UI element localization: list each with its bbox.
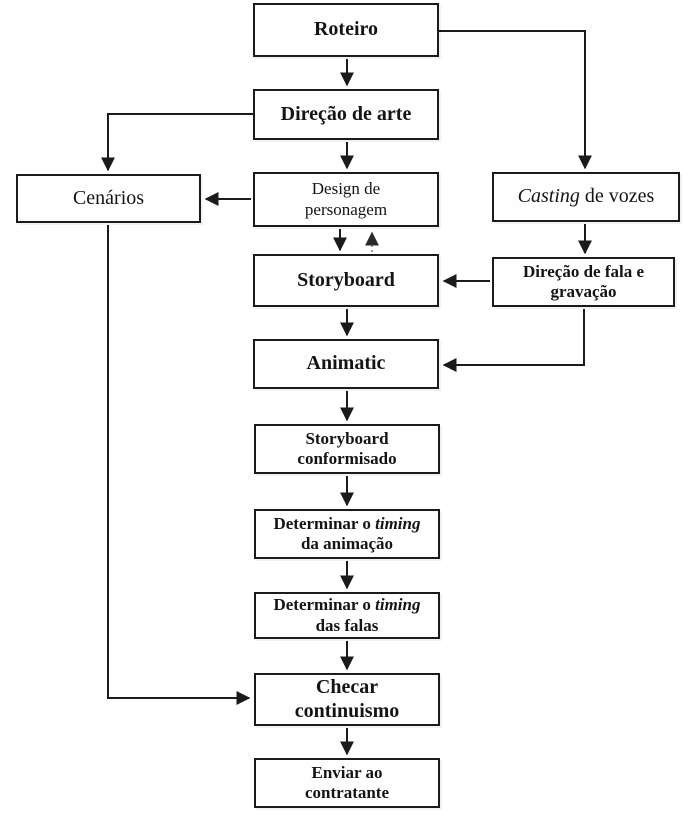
node-storyboard-conformisado-label: Storyboard — [305, 429, 388, 449]
node-design-de-personagem-label: personagem — [305, 200, 387, 220]
node-storyboard-conformisado-label: conformisado — [297, 449, 396, 469]
label-text: Determinar o — [273, 595, 376, 615]
label-text: personagem — [304, 199, 388, 219]
label-text-italic: Casting — [517, 185, 580, 208]
node-casting-de-vozes-label: Casting de vozes — [518, 185, 655, 209]
node-timing-das-falas: Determinar o timing das falas — [254, 592, 440, 639]
node-storyboard: Storyboard — [253, 254, 439, 307]
node-direcao-de-arte: Direção de arte — [253, 89, 439, 140]
node-checar-continuismo-label: Checar continuismo — [262, 676, 432, 723]
label-text: Storyboard — [297, 268, 395, 291]
label-text: Animatic — [306, 352, 386, 375]
node-casting-de-vozes: Casting de vozes — [492, 172, 680, 222]
label-text: Enviar ao — [311, 762, 383, 782]
node-design-de-personagem: Design de personagem — [253, 172, 439, 227]
node-enviar-ao-contratante-label: contratante — [305, 783, 389, 803]
node-timing-das-falas-label: Determinar o timing — [273, 595, 420, 615]
node-enviar-ao-contratante-label: Enviar ao — [311, 763, 382, 783]
label-text: da animação — [300, 534, 394, 553]
node-cenarios-label: Cenários — [73, 187, 144, 211]
node-storyboard-conformisado: Storyboard conformisado — [254, 424, 440, 474]
edge-direcao-fala-animatic — [442, 309, 585, 372]
node-animatic: Animatic — [253, 339, 439, 389]
label-text-italic: timing — [375, 595, 421, 615]
label-text: conformisado — [297, 449, 397, 468]
node-animatic-label: Animatic — [307, 352, 386, 376]
label-text: contratante — [304, 783, 390, 802]
node-direcao-de-fala-label: gravação — [550, 282, 616, 302]
edge-cenarios-checar — [107, 225, 251, 705]
node-checar-continuismo: Checar continuismo — [254, 673, 440, 726]
node-direcao-de-fala: Direção de fala e gravação — [492, 257, 675, 307]
node-timing-da-animacao-label: da animação — [301, 534, 393, 554]
label-text: Roteiro — [313, 18, 379, 41]
edge-roteiro-casting — [439, 30, 592, 170]
node-timing-da-animacao-label: Determinar o timing — [273, 514, 420, 534]
node-cenarios: Cenários — [16, 174, 201, 223]
label-text: Direção de fala e — [522, 261, 644, 281]
node-direcao-de-arte-label: Direção de arte — [281, 103, 412, 127]
node-roteiro: Roteiro — [253, 3, 439, 57]
label-text: Storyboard — [305, 428, 389, 448]
label-text: das falas — [315, 615, 379, 635]
label-text-italic: timing — [375, 513, 421, 533]
node-design-de-personagem-label: Design de — [312, 179, 380, 199]
label-text: de vozes — [579, 185, 655, 208]
label-text: Design de — [311, 179, 381, 199]
node-storyboard-label: Storyboard — [297, 269, 395, 293]
node-enviar-ao-contratante: Enviar ao contratante — [254, 758, 440, 808]
node-roteiro-label: Roteiro — [314, 18, 378, 42]
label-text: Direção de arte — [280, 102, 412, 125]
node-timing-das-falas-label: das falas — [316, 616, 379, 636]
label-text: Checar continuismo — [294, 675, 400, 722]
label-text: gravação — [550, 282, 617, 301]
edge-direcao-arte-cenarios — [101, 113, 253, 172]
label-text: Determinar o — [273, 513, 376, 533]
label-text: Cenários — [72, 186, 145, 209]
node-direcao-de-fala-label: Direção de fala e — [523, 262, 644, 282]
node-timing-da-animacao: Determinar o timing da animação — [254, 509, 440, 559]
